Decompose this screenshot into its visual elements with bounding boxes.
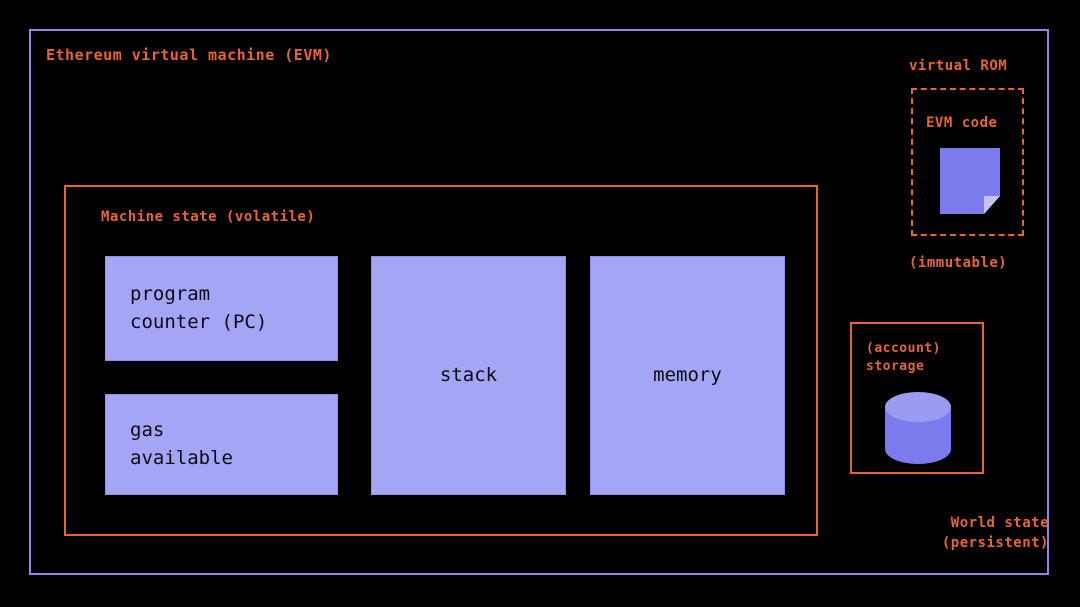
immutable-note: (immutable)	[909, 255, 1008, 271]
evm-code-label: EVM code	[926, 115, 998, 131]
world-state-note: World state (persistent)	[941, 515, 1049, 552]
program-counter-box: program counter (PC)	[105, 256, 338, 361]
virtual-rom-box	[911, 88, 1024, 236]
account-storage-label: (account) storage	[866, 341, 941, 375]
virtual-rom-title: virtual ROM	[909, 58, 1008, 74]
database-cylinder-icon	[883, 392, 953, 464]
account-storage-box	[850, 322, 984, 474]
machine-state-panel	[64, 185, 818, 536]
document-icon	[940, 148, 1000, 214]
evm-title: Ethereum virtual machine (EVM)	[46, 46, 332, 64]
stack-box: stack	[371, 256, 566, 495]
machine-state-title: Machine state (volatile)	[101, 209, 316, 225]
gas-available-box: gas available	[105, 394, 338, 495]
evm-outer-frame	[29, 29, 1049, 575]
memory-box: memory	[590, 256, 785, 495]
